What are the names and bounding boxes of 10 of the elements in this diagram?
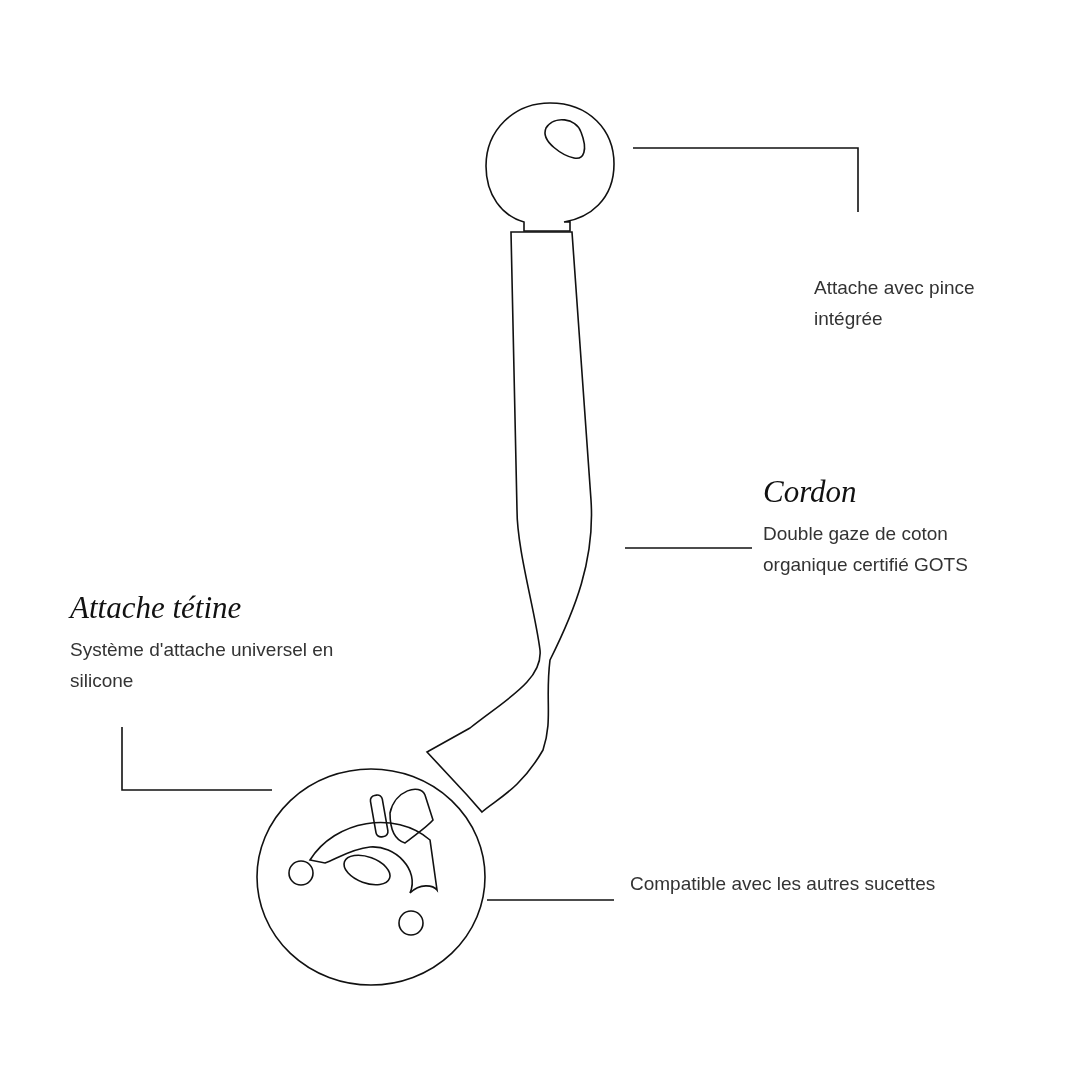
part-description: Système d'attache universel en silicone <box>70 638 335 693</box>
leader-line <box>486 899 615 901</box>
leader-line <box>632 147 859 213</box>
part-description: Attache avec pince intégrée <box>814 276 976 331</box>
part-description: Double gaze de coton organique certifié GOTS <box>763 522 969 577</box>
leader-line <box>121 726 273 791</box>
leader-line <box>624 547 753 549</box>
part-title: Cordon <box>763 474 858 510</box>
part-title: Attache tétine <box>70 590 243 626</box>
part-description: Compatible avec les autres sucettes <box>630 872 937 896</box>
